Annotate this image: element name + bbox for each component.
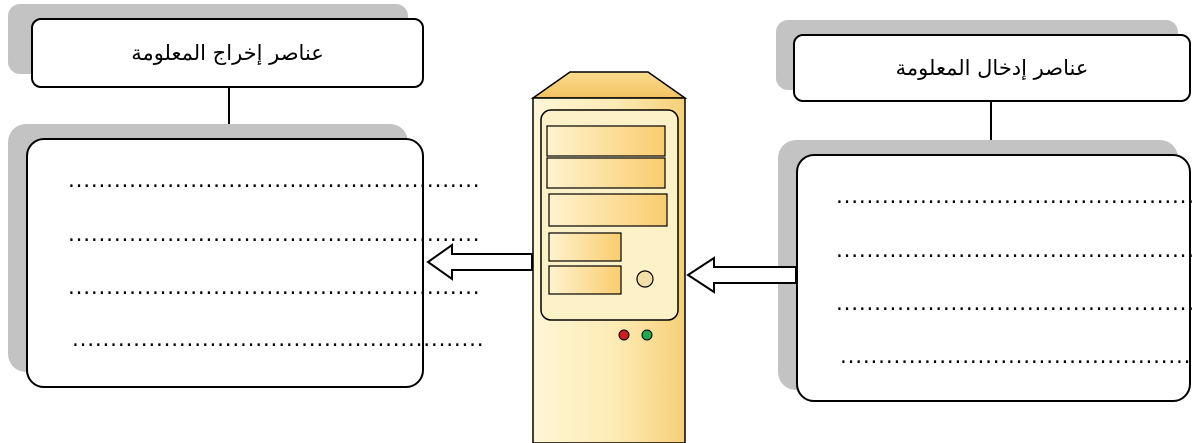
- input-line-1: ........................................…: [834, 187, 1192, 208]
- input-line-3: ........................................…: [834, 294, 1192, 315]
- input-arrow-icon: [686, 256, 797, 294]
- input-line-4: ........................................…: [838, 347, 1192, 368]
- input-line-2: ........................................…: [834, 241, 1192, 262]
- computer-tower-icon: [530, 71, 688, 443]
- input-title: عناصر إدخال المعلومة: [895, 56, 1089, 80]
- output-title: عناصر إخراج المعلومة: [131, 41, 324, 65]
- output-line-4: ........................................…: [70, 330, 486, 351]
- output-connector: [228, 88, 230, 140]
- output-list-box: ........................................…: [26, 138, 486, 388]
- input-list-box: ........................................…: [796, 154, 1192, 402]
- output-line-2: ........................................…: [66, 225, 482, 246]
- input-title-box: عناصر إدخال المعلومة: [793, 34, 1191, 102]
- output-line-3: ........................................…: [66, 278, 482, 299]
- output-arrow-icon: [426, 243, 533, 281]
- input-connector: [990, 102, 992, 156]
- output-title-box: عناصر إخراج المعلومة: [31, 18, 424, 88]
- output-line-1: ........................................…: [66, 171, 482, 192]
